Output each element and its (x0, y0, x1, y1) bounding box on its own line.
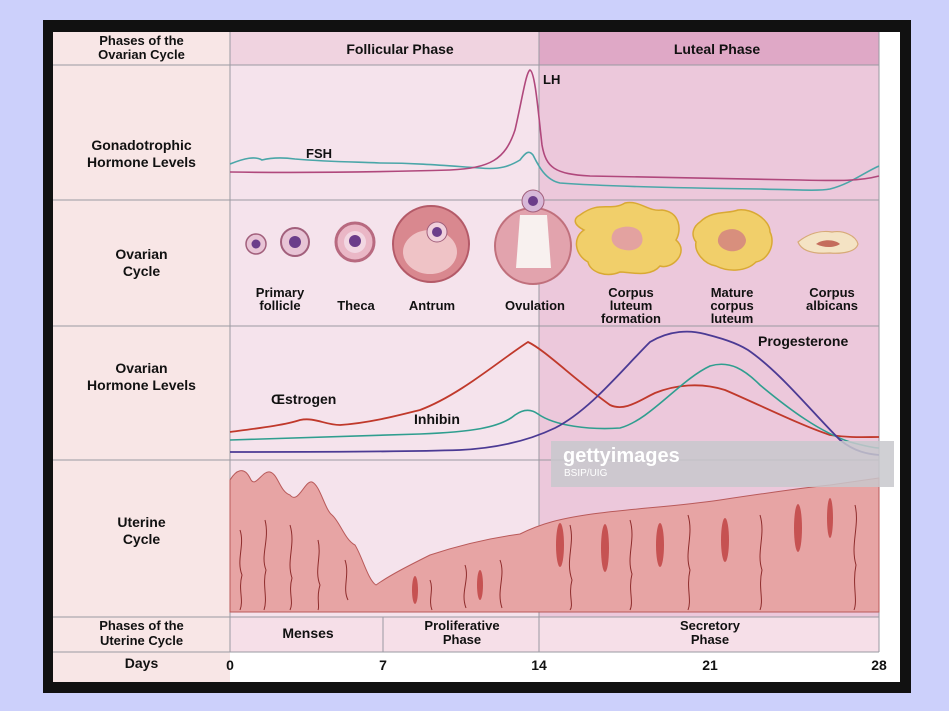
lh-curve (229, 69, 880, 182)
endometrium-illustration (229, 470, 880, 613)
progesterone-curve (229, 330, 880, 456)
day-tick-0: 0 (226, 657, 234, 673)
uterine-cycle-row-label: Uterine Cycle (117, 514, 166, 547)
oestrogen-curve (229, 340, 880, 439)
day-tick-7: 7 (379, 657, 387, 673)
fsh-label: FSH (306, 146, 332, 161)
inhibin-label: Inhibin (414, 411, 460, 427)
gonadotrophic-row-label: Gonadotrophic Hormone Levels (87, 137, 196, 170)
day-tick-14: 14 (531, 657, 547, 673)
menses-label: Menses (282, 625, 334, 641)
antrum-illustration (392, 205, 470, 283)
follicular-phase-label: Follicular Phase (346, 41, 454, 57)
watermark-credit: BSIP/UIG (564, 468, 608, 479)
watermark-overlay: gettyimages BSIP/UIG (551, 441, 894, 487)
ovulation-illustration (494, 189, 572, 285)
luteal-phase-label: Luteal Phase (674, 41, 761, 57)
stage-corpus-albicans-label: Corpus albicans (805, 285, 859, 313)
endometrium-glands (412, 498, 833, 604)
stage-mature-corpus-luteum-label: Mature corpus luteum (710, 285, 754, 326)
corpus-luteum-formation-illustration (574, 201, 682, 276)
ovarian-cycle-row-label: Ovarian Cycle (115, 246, 168, 279)
ovarian-hormones-row-label: Ovarian Hormone Levels (87, 360, 196, 393)
watermark-logo: gettyimages (563, 445, 680, 467)
corpus-albicans-illustration (797, 230, 859, 254)
stage-antrum-label: Antrum (408, 298, 456, 313)
inhibin-curve (229, 363, 880, 449)
stage-theca-label: Theca (337, 298, 375, 313)
proliferative-phase-label: Proliferative Phase (424, 618, 500, 647)
mature-corpus-luteum-illustration (692, 209, 773, 271)
uterine-phase-row-bg (230, 617, 879, 652)
ovarian-phases-header-label: Phases of the Ovarian Cycle (98, 33, 185, 62)
endometrium-vessels (239, 504, 857, 611)
luteal-header-bg (539, 32, 879, 65)
days-label: Days (124, 655, 159, 671)
secretory-phase-label: Secretory Phase (680, 618, 740, 647)
theca-illustration (334, 221, 376, 263)
uterine-phases-header-label: Phases of the Uterine Cycle (99, 618, 184, 648)
day-tick-21: 21 (702, 657, 718, 673)
fsh-curve (229, 151, 880, 191)
day-tick-28: 28 (871, 657, 887, 673)
stage-corpus-luteum-formation-label: Corpus luteum formation (601, 285, 661, 326)
follicle-primary-2-illustration (280, 227, 310, 257)
lh-label: LH (543, 72, 560, 87)
oestrogen-label: Œstrogen (271, 391, 336, 407)
label-column-bg (53, 32, 230, 682)
stage-ovulation-label: Ovulation (505, 298, 565, 313)
progesterone-label: Progesterone (758, 333, 848, 349)
follicle-primary-illustration (245, 233, 267, 255)
stage-primary-follicle-label: Primary follicle (255, 285, 305, 313)
